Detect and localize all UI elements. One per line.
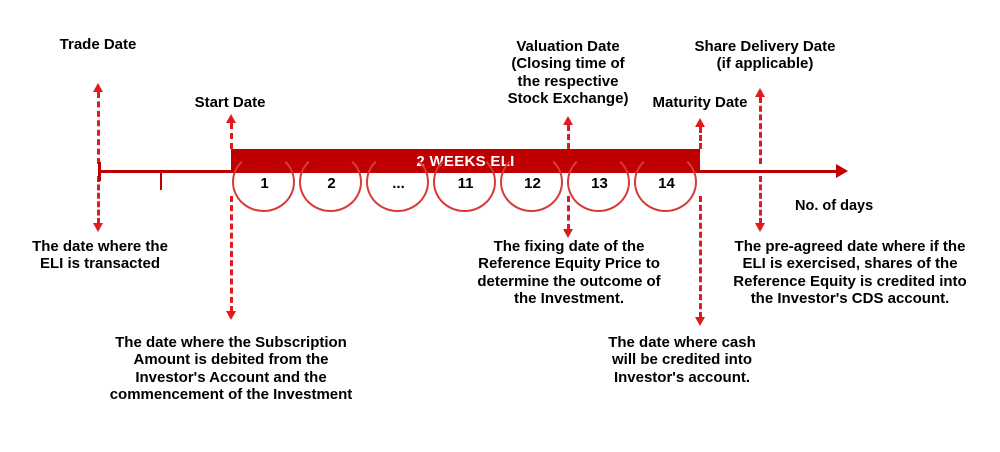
connector-start-date-bottom [230,196,233,312]
day-arc-icon [567,152,630,212]
day-number: 2 [327,175,336,192]
day-cell: ... [365,152,432,214]
arrow-up-trade-date [93,83,103,92]
day-cell: 11 [432,152,499,214]
arrow-down-share-delivery-date [755,223,765,232]
description-share-delivery-date: The pre-agreed date where if the ELI is … [733,238,967,307]
description-maturity-date: The date where cash will be credited int… [608,334,756,386]
timeline-axis-start-cap [98,162,101,181]
label-maturity-date: Maturity Date [652,94,748,111]
arrow-up-start-date [226,114,236,123]
day-number: 1 [260,175,269,192]
arrow-up-maturity-date [695,118,705,127]
axis-label-no-of-days: No. of days [795,198,874,214]
day-cells: 1 2 ... 11 12 13 14 [231,152,700,214]
day-cell: 12 [499,152,566,214]
arrow-down-start-date [226,311,236,320]
day-arc-icon [366,152,429,212]
label-share-delivery-date: Share Delivery Date (if applicable) [694,38,836,73]
description-valuation-date: The fixing date of the Reference Equity … [477,238,661,307]
timeline-axis-tick [160,172,162,190]
day-arc-icon [634,152,697,212]
connector-start-date-top [230,123,233,149]
arrow-down-valuation-date [563,229,573,238]
connector-share-delivery-date-bottom [759,176,762,224]
day-number: ... [392,175,405,192]
connector-trade-date-bottom [97,176,100,224]
arrow-up-share-delivery-date [755,88,765,97]
day-arc-icon [500,152,563,212]
arrow-down-maturity-date [695,317,705,326]
day-number: 14 [658,175,675,192]
day-number: 12 [524,175,541,192]
label-start-date: Start Date [194,94,266,111]
connector-maturity-date-top [699,127,702,149]
day-cell: 2 [298,152,365,214]
timeline-axis-arrowhead [836,164,848,178]
description-trade-date: The date where the ELI is transacted [32,238,168,273]
label-valuation-date: Valuation Date (Closing time of the resp… [507,38,629,107]
arrow-up-valuation-date [563,116,573,125]
connector-share-delivery-date-top [759,97,762,164]
connector-valuation-date-top [567,125,570,149]
day-number: 13 [591,175,608,192]
day-arc-icon [433,152,496,212]
day-arc-icon [299,152,362,212]
arrow-down-trade-date [93,223,103,232]
label-trade-date: Trade Date [59,36,137,53]
day-arc-icon [232,152,295,212]
connector-valuation-date-bottom [567,196,570,230]
day-cell: 14 [633,152,700,214]
day-number: 11 [457,175,474,192]
day-cell: 1 [231,152,298,214]
connector-trade-date-top [97,92,100,164]
description-start-date: The date where the Subscription Amount i… [109,334,353,403]
connector-maturity-date-bottom [699,196,702,318]
day-cell: 13 [566,152,633,214]
